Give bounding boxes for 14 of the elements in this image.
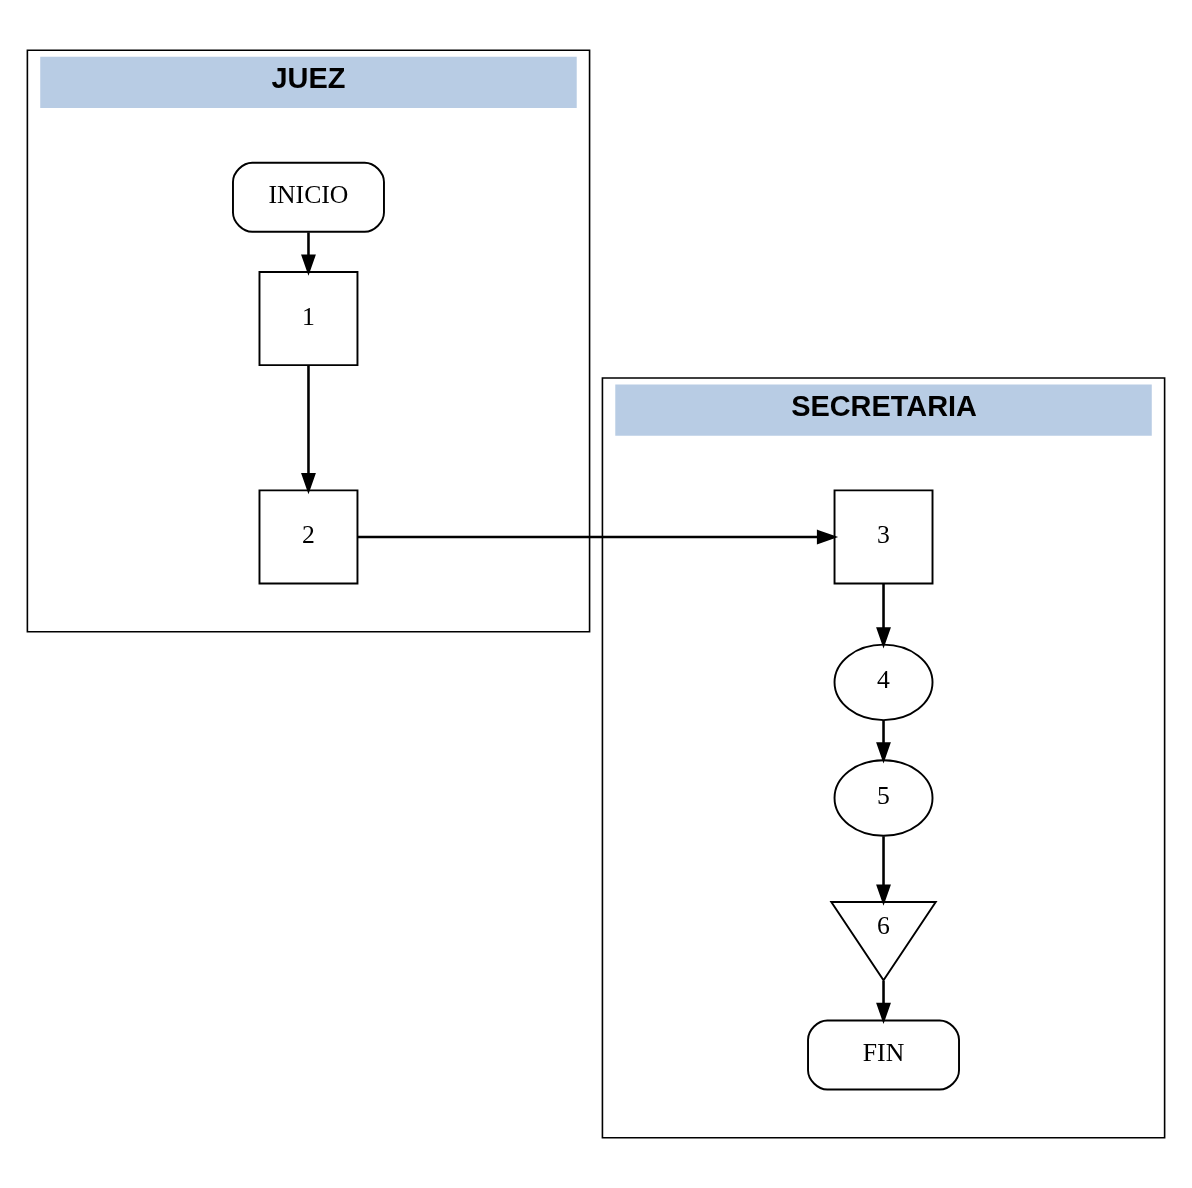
- arrow: [876, 583, 891, 649]
- node-ellipse: 4: [833, 643, 934, 722]
- node-box: 3: [833, 489, 934, 585]
- arrow: [301, 365, 316, 495]
- node-box: 2: [258, 489, 359, 585]
- node-box: INICIO: [232, 161, 385, 233]
- arrow: [301, 232, 316, 276]
- node-ellipse: 5: [833, 759, 934, 837]
- arrow: [876, 720, 891, 764]
- node-box: 1: [258, 270, 359, 367]
- arrow: [876, 836, 891, 906]
- arrow: [357, 529, 839, 545]
- arrow: [876, 980, 891, 1025]
- node-box: FIN: [807, 1019, 960, 1091]
